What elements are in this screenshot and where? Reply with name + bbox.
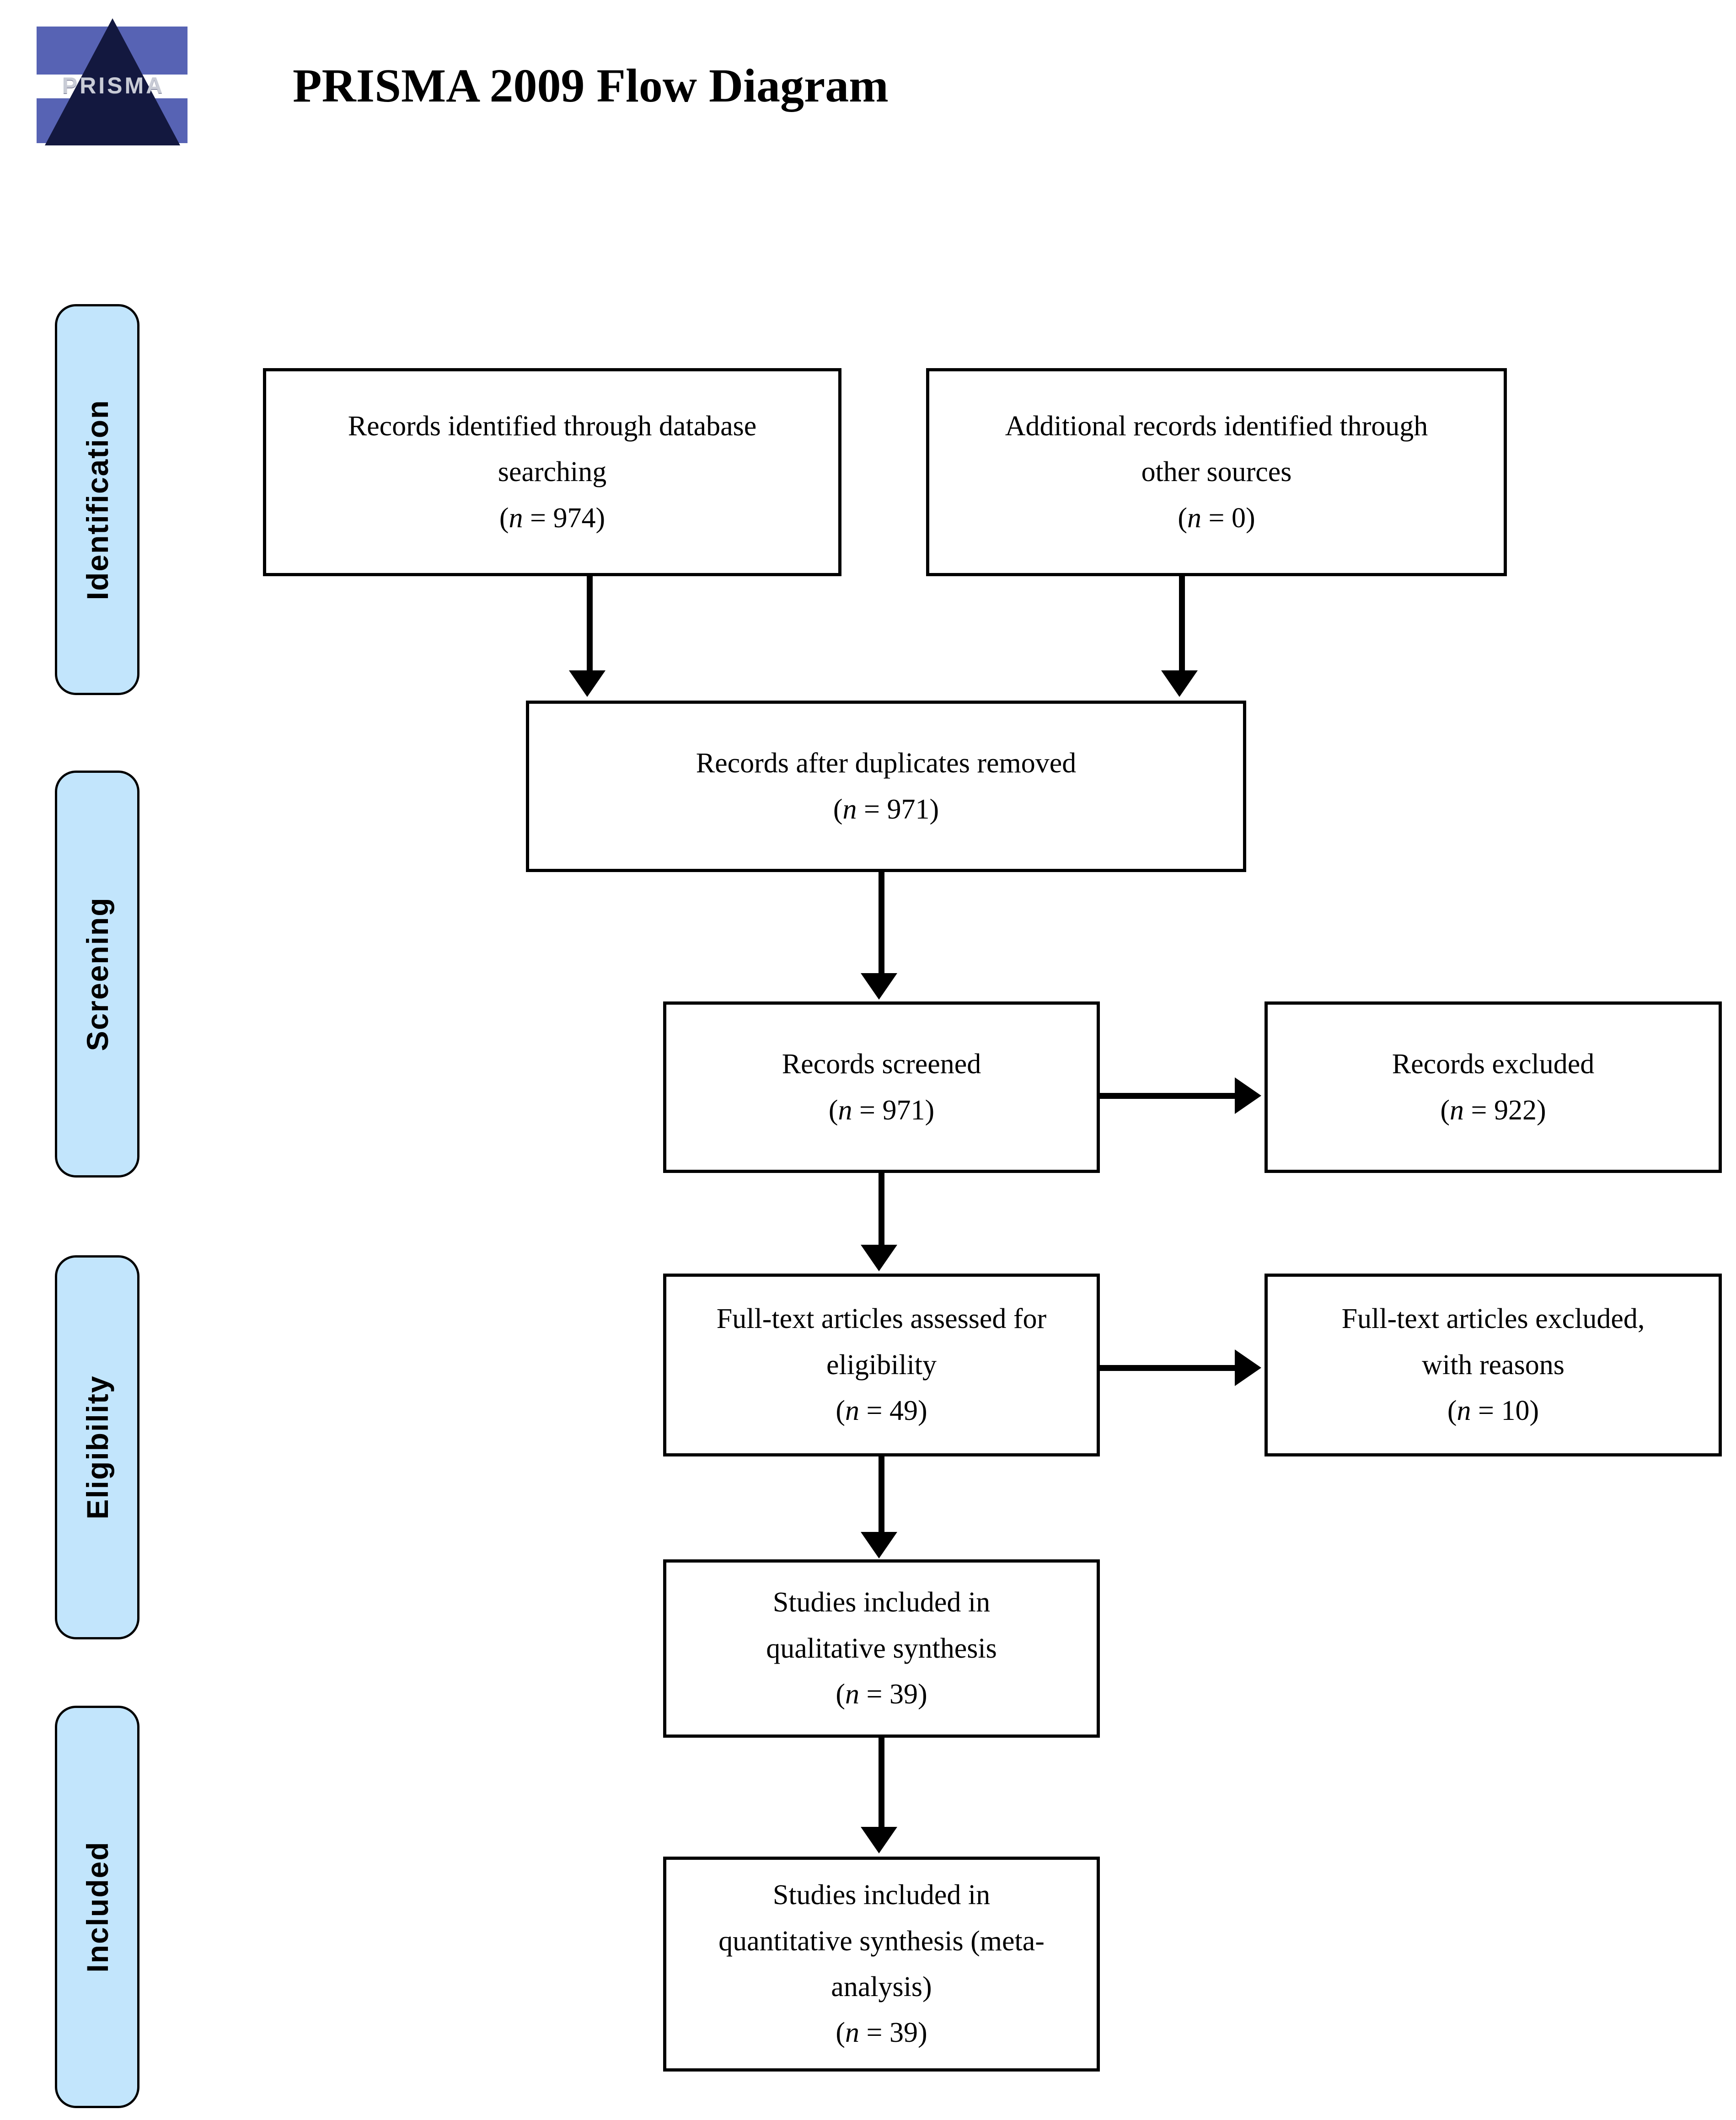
box-line-1: Records excluded: [1392, 1049, 1595, 1080]
box-line-2: qualitative synthesis: [766, 1633, 997, 1664]
box-count: (n = 922): [1440, 1094, 1546, 1126]
box-count: (n = 39): [836, 2017, 927, 2049]
box-count: (n = 971): [828, 1094, 935, 1126]
connector-dups-to-screened: [879, 871, 884, 976]
stage-label-identification: Identification: [80, 399, 114, 600]
stage-pill-screening: Screening: [55, 771, 139, 1178]
box-line-1: Studies included in: [772, 1587, 991, 1618]
arrowhead-db-to-dups-icon: [569, 670, 605, 697]
arrowhead-screened-to-fulltext-icon: [861, 1245, 897, 1271]
arrowhead-fulltext-to-qual-icon: [861, 1532, 897, 1558]
box-line-1: Records screened: [782, 1049, 981, 1080]
arrowhead-fulltext-to-ftexcl-icon: [1235, 1349, 1261, 1386]
stage-label-screening: Screening: [80, 897, 114, 1051]
box-line-1: Full-text articles excluded,: [1341, 1303, 1645, 1335]
stage-pill-included: Included: [55, 1706, 139, 2108]
box-count: (n = 49): [836, 1395, 927, 1427]
flow-box-studies-included-qualitative: Studies included in qualitative synthesi…: [663, 1559, 1100, 1738]
arrowhead-other-to-dups-icon: [1161, 670, 1198, 697]
flow-box-studies-included-quantitative: Studies included in quantitative synthes…: [663, 1857, 1100, 2072]
box-line-1: Additional records identified through: [1005, 410, 1428, 442]
flow-box-fulltext-assessed-eligibility: Full-text articles assessed for eligibil…: [663, 1274, 1100, 1456]
arrowhead-screened-to-excluded-icon: [1235, 1077, 1261, 1114]
box-count: (n = 0): [1178, 502, 1255, 534]
box-line-2: quantitative synthesis (meta-: [718, 1925, 1045, 1957]
stage-pill-identification: Identification: [55, 304, 139, 695]
box-count: (n = 39): [836, 1679, 927, 1710]
connector-other-to-dups: [1179, 575, 1185, 674]
connector-fulltext-to-qual: [879, 1456, 884, 1534]
connector-screened-to-excluded: [1099, 1093, 1236, 1099]
stage-pill-eligibility: Eligibility: [55, 1255, 139, 1639]
flow-box-additional-records-other-sources: Additional records identified through ot…: [926, 368, 1507, 576]
connector-db-to-dups: [587, 575, 593, 674]
box-line-2: other sources: [1141, 456, 1292, 488]
page-title: PRISMA 2009 Flow Diagram: [293, 59, 889, 112]
box-line-1: Records identified through database: [348, 410, 757, 442]
connector-qual-to-quant: [879, 1737, 884, 1828]
arrowhead-qual-to-quant-icon: [861, 1827, 897, 1853]
box-line-3: analysis): [831, 1971, 932, 2002]
box-line-1: Studies included in: [772, 1879, 991, 1911]
flow-box-fulltext-excluded-with-reasons: Full-text articles excluded, with reason…: [1264, 1274, 1722, 1456]
box-line-1: Full-text articles assessed for: [716, 1303, 1047, 1335]
box-line-2: searching: [498, 456, 607, 488]
flow-box-records-identified-database: Records identified through database sear…: [263, 368, 841, 576]
flow-box-records-screened: Records screened (n = 971): [663, 1001, 1100, 1173]
prisma-logo: PRISMA: [27, 15, 205, 179]
box-line-2: eligibility: [826, 1349, 937, 1381]
stage-label-eligibility: Eligibility: [80, 1375, 114, 1520]
box-line-1: Records after duplicates removed: [696, 748, 1077, 779]
arrowhead-dups-to-screened-icon: [861, 973, 897, 1000]
box-count: (n = 974): [499, 502, 605, 534]
logo-wordmark: PRISMA: [62, 73, 165, 98]
flow-box-records-excluded: Records excluded (n = 922): [1264, 1001, 1722, 1173]
logo-pyramid-icon: [45, 18, 180, 145]
box-line-2: with reasons: [1422, 1349, 1565, 1381]
connector-fulltext-to-ftexcl: [1099, 1365, 1236, 1371]
diagram-header: PRISMA PRISMA 2009 Flow Diagram: [0, 0, 1736, 192]
stage-label-included: Included: [80, 1841, 114, 1973]
flow-box-records-after-duplicates-removed: Records after duplicates removed (n = 97…: [526, 701, 1246, 872]
connector-screened-to-fulltext: [879, 1172, 884, 1247]
box-count: (n = 10): [1447, 1395, 1539, 1427]
box-count: (n = 971): [833, 793, 939, 825]
